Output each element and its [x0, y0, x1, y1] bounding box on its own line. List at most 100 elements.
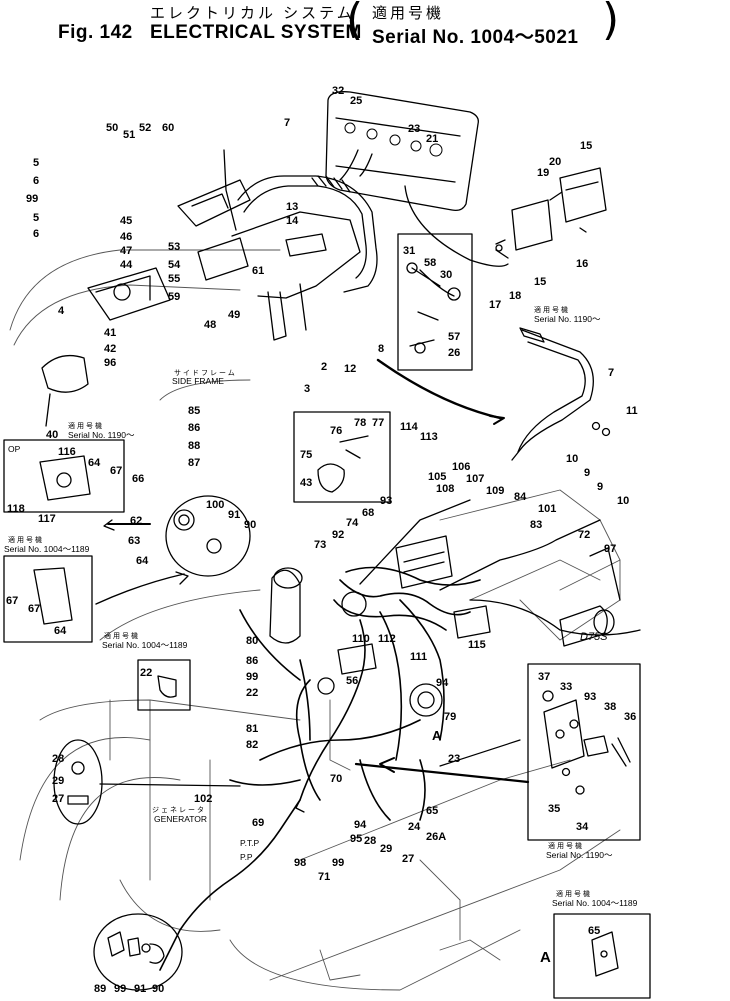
side-frame-note-jp: サイドフレーム [174, 369, 237, 377]
callout: 15 [580, 140, 592, 152]
callout: 64 [136, 555, 149, 567]
callout: 90 [152, 983, 164, 995]
callout: 95 [350, 833, 362, 845]
callout: 32 [332, 85, 344, 97]
callout: 21 [426, 133, 438, 145]
callout: 55 [168, 273, 180, 285]
detail-a-marker: A [432, 728, 442, 743]
callout: 109 [486, 485, 504, 497]
paren-left: ( [346, 0, 364, 45]
callout: 6 [33, 228, 39, 240]
callout: 99 [26, 193, 38, 205]
callout: 86 [188, 422, 200, 434]
callout: 49 [228, 309, 240, 321]
detail-a-label: A [540, 949, 551, 966]
callout: 35 [548, 803, 560, 815]
callout: 18 [509, 290, 521, 302]
callout: 27 [52, 793, 64, 805]
callout: 100 [206, 499, 224, 511]
callout: 4 [58, 305, 65, 317]
callout: 33 [560, 681, 572, 693]
callout: 50 [106, 122, 118, 134]
callout: 114 [400, 421, 419, 433]
callout: 7 [284, 117, 290, 129]
callout: 23 [408, 123, 420, 135]
callout: 67 [6, 595, 18, 607]
callout: 88 [188, 440, 200, 452]
callout: 29 [380, 843, 392, 855]
callout: 92 [332, 529, 344, 541]
callout: 24 [408, 821, 421, 833]
callout: 41 [104, 327, 116, 339]
callout: 6 [33, 175, 39, 187]
diagram-title: ELECTRICAL SYSTEM [150, 22, 362, 43]
callout: 64 [88, 457, 101, 469]
callout: 20 [549, 156, 561, 168]
op-note: OP [8, 444, 21, 454]
callout: 85 [188, 405, 200, 417]
callout: 26 [448, 347, 460, 359]
callout: 11 [626, 405, 638, 417]
callout: 52 [139, 122, 151, 134]
machine-outline [9, 249, 621, 991]
callout: 22 [140, 667, 152, 679]
callout: 67 [110, 465, 122, 477]
callout: 69 [252, 817, 264, 829]
callout: 91 [134, 983, 146, 995]
callout: 42 [104, 343, 116, 355]
callout: 111 [410, 651, 427, 663]
callout: 28 [52, 753, 64, 765]
serial-note: Serial No. 1004～1189 [552, 898, 638, 908]
callout: 43 [300, 477, 312, 489]
callout: 47 [120, 245, 132, 257]
callout: 74 [346, 517, 359, 529]
callout: 78 [354, 417, 366, 429]
serial-note-jp: 適用号機 [548, 841, 584, 850]
callout: 25 [350, 95, 362, 107]
callout: 108 [436, 483, 454, 495]
callout: 112 [378, 633, 396, 645]
callout: 22 [246, 687, 258, 699]
callout: 34 [576, 821, 589, 833]
callout: 115 [468, 639, 486, 651]
callout: 87 [188, 457, 200, 469]
callout: 26A [426, 831, 446, 843]
callout: 117 [38, 513, 56, 525]
callout: 13 [286, 201, 298, 213]
callout: 99 [246, 671, 258, 683]
paren-right: ) [602, 0, 620, 45]
callout: 38 [604, 701, 616, 713]
title-japanese: エレクトリカル システム [150, 5, 355, 22]
ptp-note: P.T.P [240, 838, 260, 848]
serial-note: Serial No. 1190～ [534, 314, 601, 324]
callout: 40 [46, 429, 58, 441]
callout: 66 [132, 473, 144, 485]
callout: 10 [617, 495, 629, 507]
callout: 75 [300, 449, 312, 461]
serial-note: Serial No. 1190～ [546, 850, 613, 860]
callout: 84 [514, 491, 527, 503]
callout: 81 [246, 723, 258, 735]
callout: 82 [246, 739, 258, 751]
callout: 80 [246, 635, 258, 647]
callout: 17 [489, 299, 501, 311]
callout: 3 [304, 383, 310, 395]
side-frame-note: SIDE FRAME [172, 376, 224, 386]
callout: 93 [584, 691, 596, 703]
callout: 65 [588, 925, 600, 937]
callout: 7 [608, 367, 614, 379]
callout: 30 [440, 269, 452, 281]
callout: 70 [330, 773, 342, 785]
callout: 110 [352, 633, 370, 645]
callout: 9 [584, 467, 590, 479]
serial-note: Serial No. 1004～1189 [4, 544, 90, 554]
callout: 58 [424, 257, 436, 269]
callout: 5 [33, 212, 39, 224]
generator-note-jp: ジェネレータ [152, 805, 206, 814]
callout: 98 [294, 857, 306, 869]
callout: 60 [162, 122, 174, 134]
callout: 73 [314, 539, 326, 551]
serial-note-jp: 適用号機 [556, 889, 592, 898]
callout: 97 [604, 543, 616, 555]
